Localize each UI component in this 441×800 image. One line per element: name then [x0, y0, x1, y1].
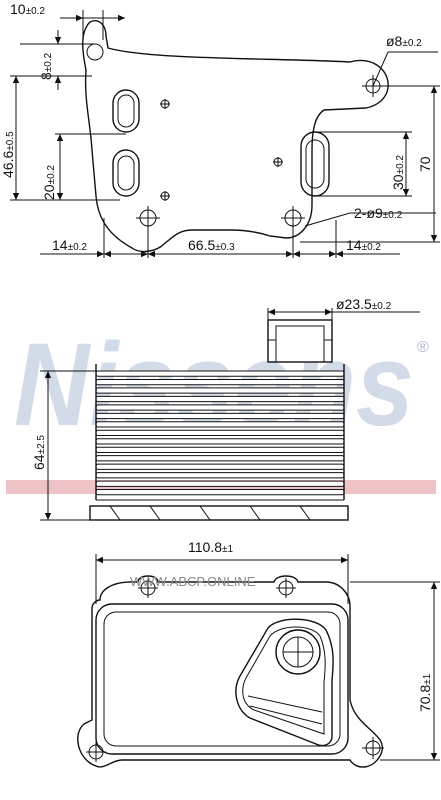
cooler-fin: [95, 438, 345, 445]
dim-top-offset: 8: [38, 72, 54, 80]
svg-text:70.8±1: 70.8±1: [417, 673, 433, 712]
svg-text:66.5±0.3: 66.5±0.3: [188, 237, 235, 253]
mounting-hole-right: [281, 206, 305, 230]
cooler-fins: [95, 370, 345, 496]
dim-slot-length: 20: [41, 184, 57, 200]
svg-text:14±0.2: 14±0.2: [346, 237, 381, 253]
svg-text:ø8±0.2: ø8±0.2: [386, 33, 422, 49]
svg-text:46.6±0.5: 46.6±0.5: [0, 131, 16, 178]
dim-side-height: 64: [31, 454, 47, 470]
mounting-hole-left: [136, 206, 160, 230]
cooler-fin: [95, 480, 345, 487]
bottom-view-outline: [77, 575, 383, 768]
dim-bottom-left: 14: [52, 237, 68, 253]
cooler-fin: [95, 421, 345, 428]
cooler-fin: [95, 472, 345, 479]
outlet-port-circle: [275, 629, 321, 675]
registered-mark: ®: [417, 339, 429, 356]
outlet-port-shape: [235, 618, 334, 747]
bottom-view: 110.8±1 70.8±1: [77, 539, 440, 768]
dim-bottom-width: 110.8: [188, 539, 222, 555]
svg-text:70: 70: [417, 156, 433, 172]
dim-bottom-mid: 66.5: [188, 237, 215, 253]
base-plate: [89, 505, 349, 521]
top-view: 10±0.2 8±0.2 46.6±0.5 20±0.2 14±0.2 66.5…: [0, 1, 440, 258]
svg-text:110.8±1: 110.8±1: [188, 539, 233, 555]
svg-text:2-ø9±0.2: 2-ø9±0.2: [354, 205, 403, 221]
dim-holes-count: 2-ø9: [354, 205, 383, 221]
dim-left-height: 46.6: [0, 151, 16, 178]
dim-bottom-height: 70.8: [417, 685, 433, 712]
cooler-fin: [95, 412, 345, 420]
cooler-fin: [95, 429, 345, 437]
svg-text:20±0.2: 20±0.2: [41, 165, 57, 200]
cooler-fin: [95, 387, 345, 394]
svg-text:14±0.2: 14±0.2: [52, 237, 87, 253]
cooler-fin: [95, 378, 345, 386]
cooler-fin: [95, 489, 345, 496]
lower-left-slot: [112, 149, 140, 197]
dim-right-slot: 30: [390, 174, 406, 190]
cooler-fin: [95, 395, 345, 403]
cooler-fin: [95, 455, 345, 462]
upper-left-slot: [112, 89, 140, 133]
side-view: ø23.5±0.2 64±2.5: [31, 296, 420, 521]
svg-text:8±0.2: 8±0.2: [38, 52, 54, 80]
right-slot: [300, 131, 330, 197]
dim-top-width: 10: [10, 1, 26, 17]
top-view-outline: [82, 20, 389, 253]
svg-text:64±2.5: 64±2.5: [31, 435, 47, 470]
dim-right-height: 70: [417, 156, 433, 172]
dim-bottom-right: 14: [346, 237, 362, 253]
dim-port-diameter: ø23.5: [336, 296, 372, 312]
cooler-fin: [95, 404, 345, 411]
svg-text:30±0.2: 30±0.2: [390, 155, 406, 190]
cooler-fin: [95, 463, 345, 470]
svg-text:ø23.5±0.2: ø23.5±0.2: [336, 296, 392, 312]
site-watermark: WWW.ABCP.ONLINE: [130, 574, 256, 589]
cooler-fin: [95, 446, 345, 453]
cooler-fin: [95, 370, 345, 377]
svg-text:10±0.2: 10±0.2: [10, 1, 45, 17]
dim-hole-diameter: ø8: [386, 33, 403, 49]
